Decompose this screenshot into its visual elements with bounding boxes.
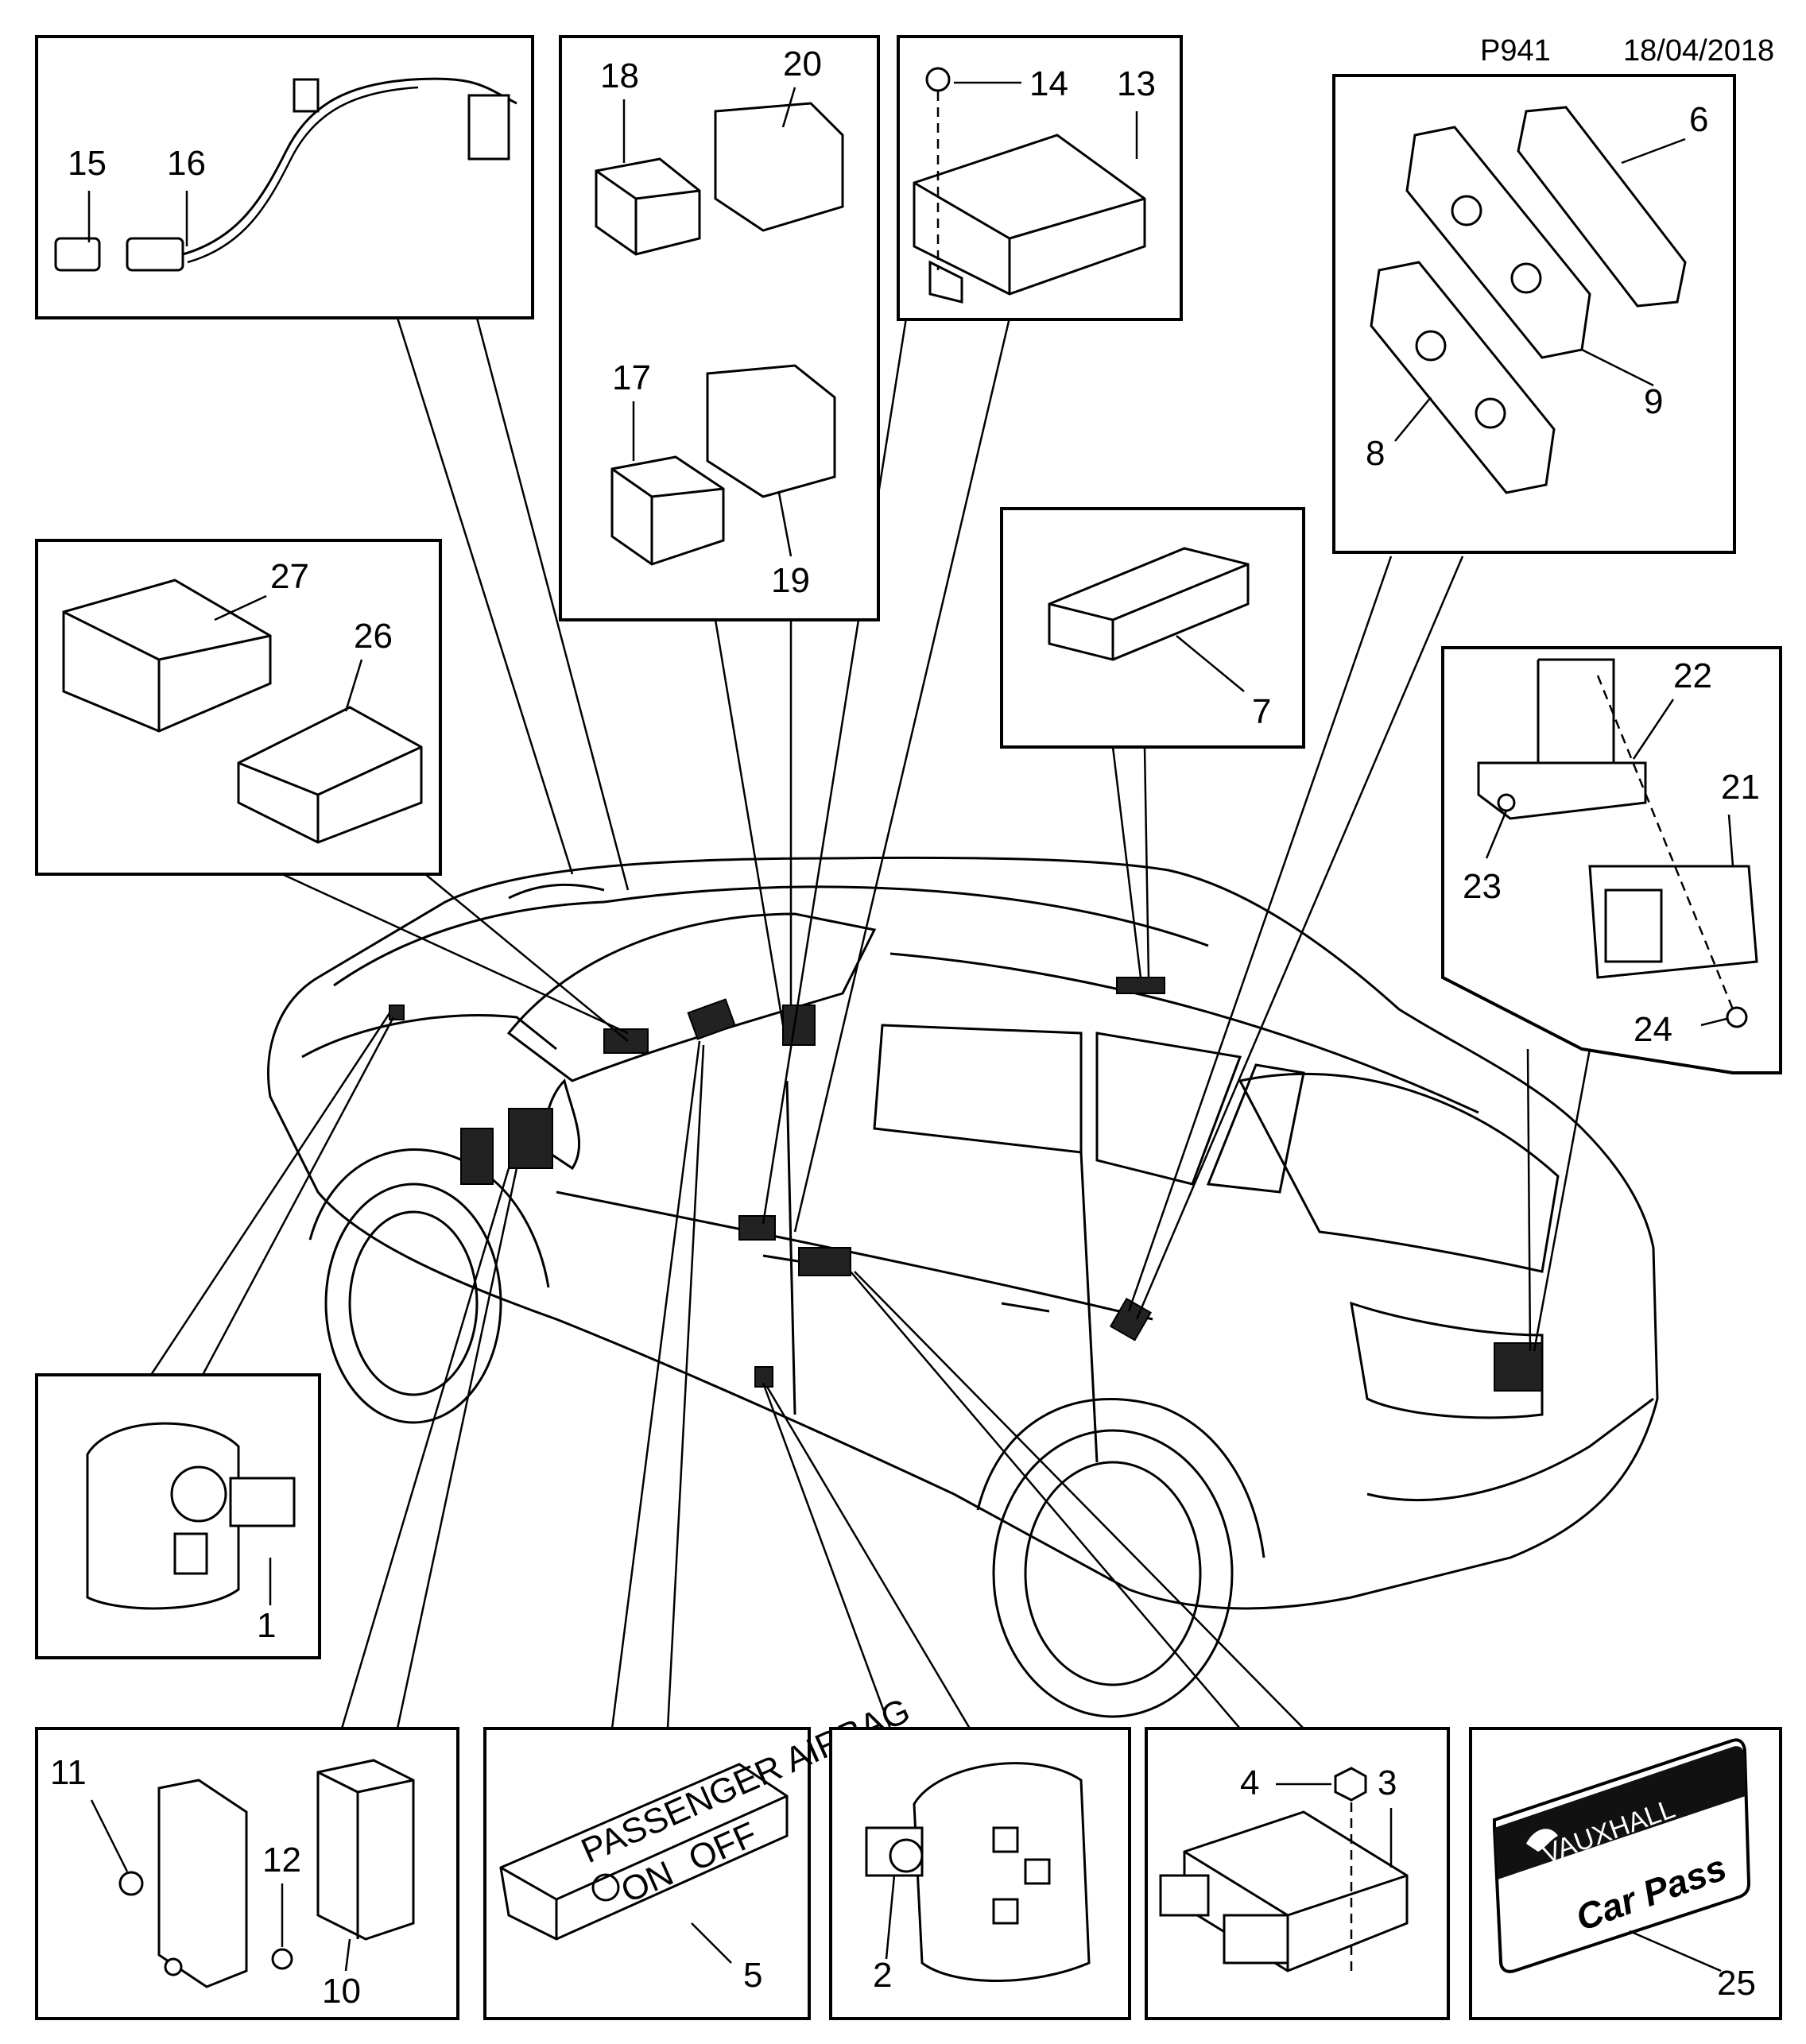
callout-11: 11: [50, 1753, 87, 1792]
callout-5: 5: [743, 1956, 762, 1995]
callout-18: 18: [600, 56, 639, 95]
callout-20: 20: [783, 45, 822, 83]
harness-drawing: [54, 77, 517, 272]
callout-24: 24: [1634, 1010, 1672, 1049]
callout-12: 12: [262, 1841, 301, 1879]
callout-8: 8: [1366, 434, 1385, 473]
callout-27: 27: [270, 557, 309, 596]
callout-13: 13: [1117, 64, 1156, 103]
car-component-markers: [389, 883, 1543, 1392]
module-21-24-drawing: [1477, 658, 1758, 1028]
callout-6: 6: [1689, 100, 1708, 139]
sensor-2-drawing: [865, 1762, 1091, 1982]
module-10-12-drawing: [118, 1759, 415, 1988]
car-pass-card: VAUXHALL Car Pass: [1493, 1738, 1751, 1973]
callout-22: 22: [1673, 656, 1712, 695]
modules-17-20-drawing: [595, 102, 844, 566]
callout-1: 1: [257, 1606, 276, 1645]
callout-26: 26: [354, 617, 393, 656]
module-13-drawing: [913, 67, 1146, 304]
callout-14: 14: [1029, 64, 1068, 103]
griffin-logo-icon: [1526, 1829, 1558, 1852]
box-module-26-27: [35, 539, 442, 876]
vehicle-outline: [267, 856, 1659, 1718]
callout-15: 15: [68, 144, 107, 183]
callout-17: 17: [612, 358, 651, 397]
box-harness: [35, 35, 534, 319]
callout-2: 2: [873, 1956, 892, 1995]
module-3-4-drawing: [1159, 1767, 1409, 1972]
callout-19: 19: [771, 561, 810, 600]
callout-10: 10: [322, 1972, 361, 2011]
switches-drawing: [1370, 106, 1687, 494]
callout-16: 16: [167, 144, 206, 183]
callout-21: 21: [1721, 768, 1760, 807]
callout-4: 4: [1240, 1763, 1259, 1802]
callout-9: 9: [1644, 382, 1663, 421]
callout-3: 3: [1378, 1763, 1397, 1802]
callout-25: 25: [1717, 1964, 1756, 2003]
airbag-indicator-drawing: [499, 1763, 789, 1941]
callout-23: 23: [1463, 867, 1502, 906]
diagram-code: P941: [1480, 34, 1551, 68]
module-7-drawing: [1048, 547, 1250, 661]
callout-7: 7: [1252, 692, 1271, 731]
leader-lines: [149, 317, 1591, 1729]
diagram-date: 18/04/2018: [1623, 34, 1774, 68]
sensor-1-drawing: [86, 1422, 296, 1610]
